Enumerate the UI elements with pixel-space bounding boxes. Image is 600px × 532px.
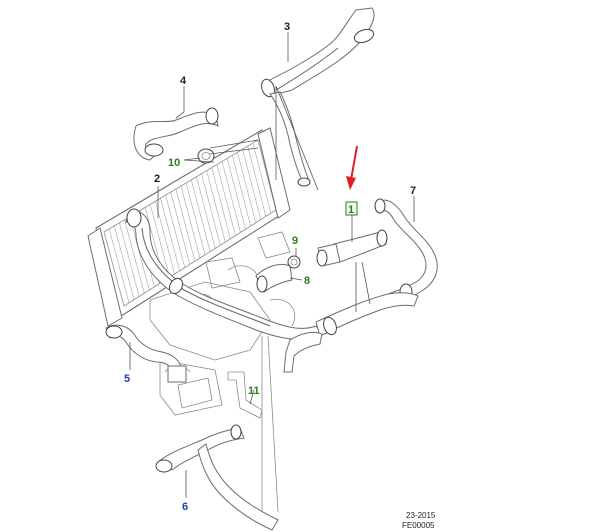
- radiator-fin: [170, 192, 191, 265]
- callout-1: 1: [348, 204, 354, 216]
- radiator-fin: [216, 164, 236, 236]
- hose-5: [105, 324, 187, 383]
- radiator-fin: [113, 225, 135, 300]
- callout-8: 8: [304, 275, 310, 287]
- radiator: [87, 127, 291, 327]
- callout-labels: 1 2 3 4 5 6 7 8 9 10 11: [124, 21, 416, 513]
- callout-11: 11: [248, 385, 260, 397]
- fitting-8: [255, 263, 293, 293]
- reference-line-2: FE00005: [402, 521, 435, 530]
- radiator-fin: [185, 182, 206, 255]
- callout-3: 3: [284, 21, 290, 33]
- radiator-fin: [180, 185, 201, 259]
- hose-3: [261, 7, 375, 187]
- crossover-hose: [283, 292, 419, 373]
- radiator-fin: [103, 231, 125, 307]
- callout-1-box: [345, 201, 358, 216]
- radiator-fin: [155, 201, 175, 275]
- radiator-fins: [103, 139, 277, 307]
- callout-10: 10: [168, 157, 180, 169]
- reference-line-1: 23-2015: [406, 511, 436, 520]
- hose-6: [155, 424, 279, 531]
- fitting-9: [287, 255, 301, 269]
- radiator-fin: [211, 167, 231, 239]
- fitting-10: [197, 148, 215, 164]
- radiator-fin: [196, 176, 216, 249]
- hose-2: [125, 208, 323, 340]
- callout-4: 4: [180, 75, 187, 87]
- radiator-fin: [165, 195, 186, 268]
- radiator-fin: [201, 173, 221, 246]
- radiator-fin: [226, 158, 246, 230]
- radiator-fin: [206, 170, 226, 243]
- radiator-fin: [124, 219, 145, 294]
- radiator-fin: [175, 188, 196, 262]
- radiator-fin: [221, 161, 241, 233]
- red-arrow-icon: [346, 145, 358, 190]
- hose-4: [133, 107, 219, 161]
- radiator-fin: [149, 204, 170, 278]
- radiator-fin: [232, 155, 251, 227]
- radiator-fin: [237, 152, 257, 223]
- radiator-fin: [247, 146, 267, 217]
- callout-6: 6: [182, 501, 188, 513]
- radiator-fin: [190, 179, 211, 252]
- radiator-fin: [129, 216, 150, 291]
- callout-2: 2: [154, 173, 160, 185]
- radiator-fin: [119, 222, 140, 297]
- radiator-fin: [108, 228, 130, 303]
- radiator-fin: [160, 198, 181, 271]
- leader-lines: [129, 32, 415, 498]
- pipe-1: [316, 229, 388, 267]
- radiator-fin: [242, 149, 262, 220]
- callout-9: 9: [292, 235, 298, 247]
- callout-7: 7: [410, 185, 416, 197]
- bracket-11: [227, 371, 263, 419]
- callout-5: 5: [124, 373, 130, 385]
- radiator-fin: [252, 142, 272, 214]
